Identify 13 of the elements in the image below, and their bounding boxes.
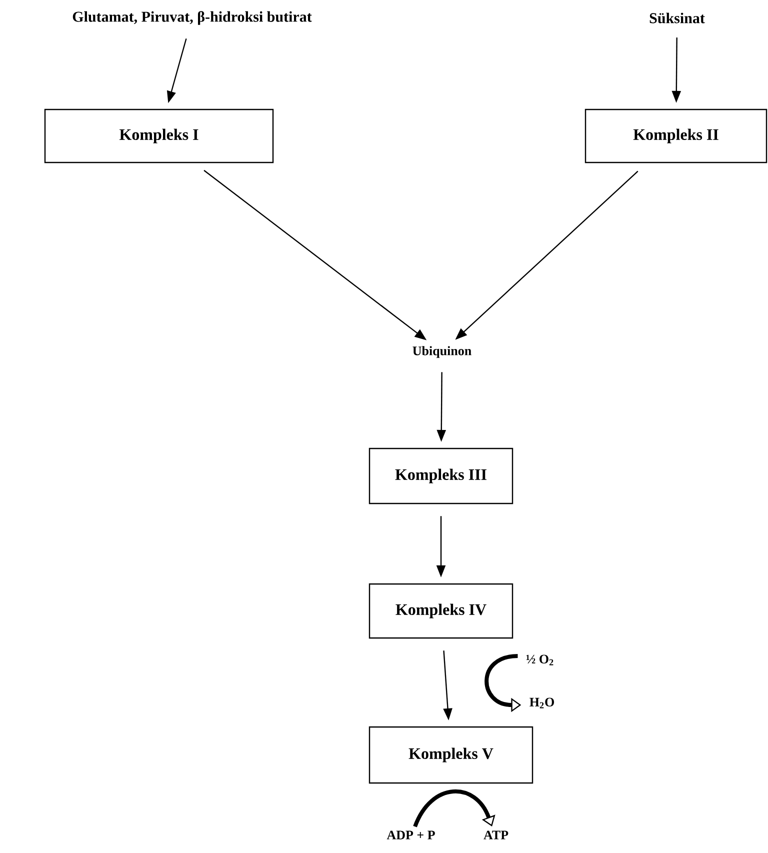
node-label: Ubiquinon	[412, 346, 472, 358]
node-label: Glutamat, Piruvat, β-hidroksi butirat	[72, 11, 312, 25]
node-label: H$_{2}$O	[530, 698, 554, 708]
complex-box: Kompleks III	[368, 448, 514, 504]
complex-box: Kompleks V	[368, 726, 534, 784]
complex-box: Kompleks II	[584, 108, 768, 164]
complex-box: Kompleks IV	[368, 583, 514, 639]
node-label: ½ O$_{2}$	[526, 654, 554, 666]
curved-arrow	[413, 790, 496, 828]
node-label: ADP + P	[386, 830, 435, 840]
node-label: ATP	[484, 830, 508, 840]
node-label: Süksinat	[650, 12, 705, 24]
complex-box: Kompleks I	[44, 108, 274, 164]
